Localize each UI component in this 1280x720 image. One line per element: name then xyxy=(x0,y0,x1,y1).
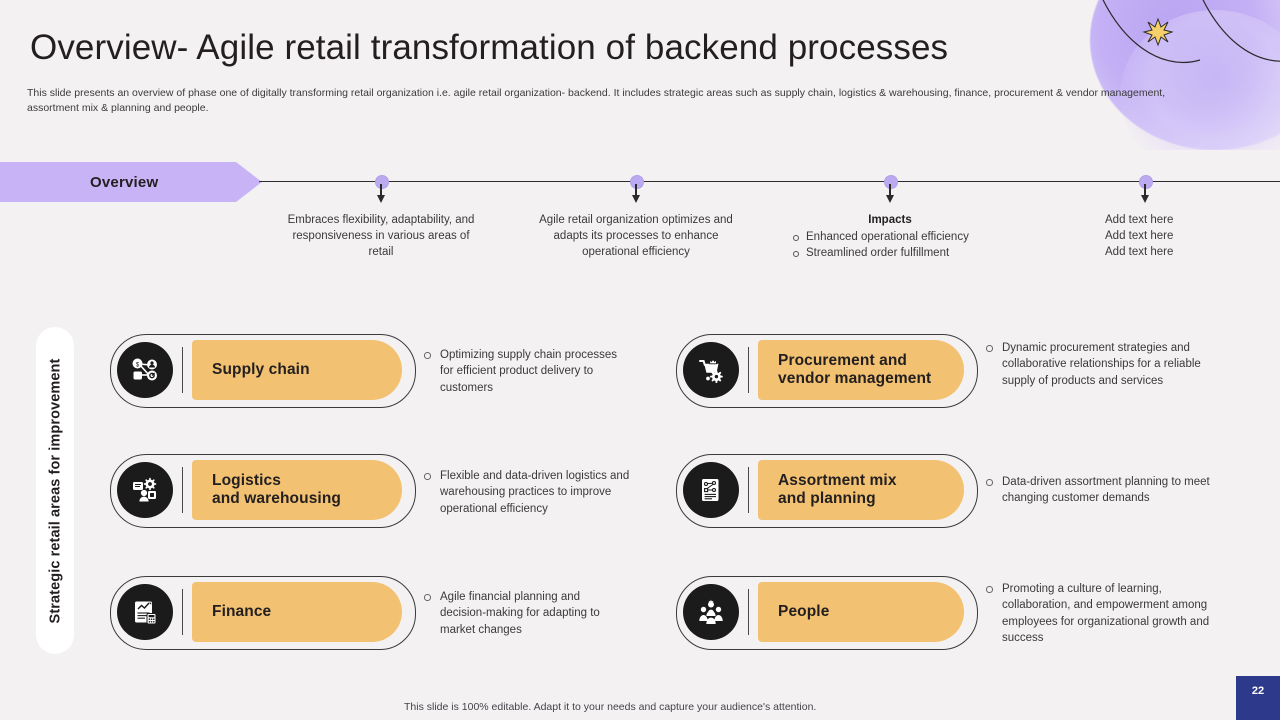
card-divider xyxy=(748,467,750,513)
timeline-node-3-text: Impacts Enhanced operational efficiency … xyxy=(790,212,990,261)
timeline-bullet: Enhanced operational efficiency xyxy=(790,229,990,245)
timeline-axis xyxy=(259,181,1280,182)
bullet-icon xyxy=(986,345,993,352)
bullet-icon xyxy=(424,594,431,601)
card-divider xyxy=(748,347,750,393)
timeline-dot-icon xyxy=(1139,175,1153,189)
card-supply-chain[interactable]: $ Supply chain xyxy=(110,334,416,408)
card-outline xyxy=(676,454,978,528)
timeline-node-2-text: Agile retail organization optimizes and … xyxy=(539,214,733,258)
side-label-strategic-areas: Strategic retail areas for improvement xyxy=(36,327,74,654)
arrow-down-icon xyxy=(1140,195,1149,203)
placeholder-line: Add text here xyxy=(1105,246,1174,258)
card-description-people: Promoting a culture of learning, collabo… xyxy=(986,581,1211,647)
overview-timeline: Overview Embraces flexibility, adaptabil… xyxy=(0,162,1280,287)
bullet-icon xyxy=(424,473,431,480)
card-divider xyxy=(748,589,750,635)
timeline-connector xyxy=(889,184,891,201)
decorative-blob xyxy=(1070,0,1280,150)
card-title-pill: Assortment mix and planning xyxy=(758,460,964,520)
timeline-bullet: Streamlined order fulfillment xyxy=(790,245,990,261)
card-outline xyxy=(110,454,416,528)
card-description-procurement: Dynamic procurement strategies and colla… xyxy=(986,340,1211,389)
card-description-text: Flexible and data-driven logistics and w… xyxy=(440,470,630,515)
card-description-text: Promoting a culture of learning, collabo… xyxy=(1002,583,1210,645)
bullet-icon xyxy=(986,586,993,593)
page-number-badge: 22 xyxy=(1236,676,1280,720)
card-description-text: Agile financial planning and decision-ma… xyxy=(440,591,600,636)
card-description-text: Optimizing supply chain processes for ef… xyxy=(440,349,618,394)
page-number: 22 xyxy=(1251,685,1265,697)
people-group-icon xyxy=(683,584,739,640)
timeline-connector xyxy=(1144,184,1146,201)
card-outline xyxy=(676,576,978,650)
finance-report-icon xyxy=(117,584,173,640)
card-title: Supply chain xyxy=(212,360,310,378)
timeline-dot-icon xyxy=(630,175,644,189)
bullet-icon xyxy=(986,479,993,486)
arrow-down-icon xyxy=(376,195,385,203)
card-people[interactable]: People xyxy=(676,576,978,650)
curved-lines-and-star-icon xyxy=(1102,0,1280,64)
card-title-pill: People xyxy=(758,582,964,642)
timeline-connector xyxy=(380,184,382,201)
card-description-finance: Agile financial planning and decision-ma… xyxy=(424,589,629,638)
card-title: People xyxy=(778,602,830,620)
card-divider xyxy=(182,347,184,393)
timeline-node-3-heading: Impacts xyxy=(868,214,912,226)
card-description-logistics: Flexible and data-driven logistics and w… xyxy=(424,468,639,517)
placeholder-line: Add text here xyxy=(1105,230,1174,242)
overview-banner-label: Overview xyxy=(90,173,159,191)
card-description-text: Data-driven assortment planning to meet … xyxy=(1002,476,1210,505)
card-description-supply-chain: Optimizing supply chain processes for ef… xyxy=(424,347,629,396)
card-outline xyxy=(676,334,978,408)
card-title: Procurement and vendor management xyxy=(778,351,932,388)
card-divider xyxy=(182,589,184,635)
supply-chain-network-icon: $ xyxy=(117,342,173,398)
card-logistics-warehousing[interactable]: Logistics and warehousing xyxy=(110,454,416,528)
card-description-assortment: Data-driven assortment planning to meet … xyxy=(986,474,1211,507)
timeline-dot-icon xyxy=(375,175,389,189)
card-procurement-vendor[interactable]: Procurement and vendor management xyxy=(676,334,978,408)
overview-banner: Overview xyxy=(0,162,262,202)
card-title: Finance xyxy=(212,602,272,620)
timeline-node-1-text: Embraces flexibility, adaptability, and … xyxy=(287,214,475,258)
timeline-dot-icon xyxy=(884,175,898,189)
card-title-pill: Supply chain xyxy=(192,340,402,400)
footer-note: This slide is 100% editable. Adapt it to… xyxy=(404,701,817,713)
arrow-down-icon xyxy=(885,195,894,203)
placeholder-line: Add text here xyxy=(1105,214,1174,226)
procurement-cart-icon xyxy=(683,342,739,398)
page-title: Overview- Agile retail transformation of… xyxy=(30,28,949,67)
card-title-pill: Procurement and vendor management xyxy=(758,340,964,400)
svg-text:$: $ xyxy=(136,362,140,368)
purple-gradient-blob xyxy=(1090,0,1280,150)
card-outline xyxy=(110,334,416,408)
card-assortment-planning[interactable]: Assortment mix and planning xyxy=(676,454,978,528)
bullet-icon xyxy=(424,352,431,359)
side-label-text: Strategic retail areas for improvement xyxy=(47,358,63,623)
card-title-pill: Finance xyxy=(192,582,402,642)
logistics-warehouse-icon xyxy=(117,462,173,518)
page-subtitle: This slide presents an overview of phase… xyxy=(27,87,1166,114)
assortment-document-icon xyxy=(683,462,739,518)
timeline-node-3-bullets: Enhanced operational efficiency Streamli… xyxy=(790,229,990,261)
purple-gradient-blob-inner xyxy=(1120,10,1280,150)
card-title: Logistics and warehousing xyxy=(212,471,341,508)
card-title: Assortment mix and planning xyxy=(778,471,897,508)
card-divider xyxy=(182,467,184,513)
arrow-down-icon xyxy=(631,195,640,203)
card-outline xyxy=(110,576,416,650)
card-finance[interactable]: Finance xyxy=(110,576,416,650)
timeline-connector xyxy=(635,184,637,201)
card-description-text: Dynamic procurement strategies and colla… xyxy=(1002,342,1201,387)
timeline-node-4-text: Add text here Add text here Add text her… xyxy=(1105,212,1255,260)
card-title-pill: Logistics and warehousing xyxy=(192,460,402,520)
